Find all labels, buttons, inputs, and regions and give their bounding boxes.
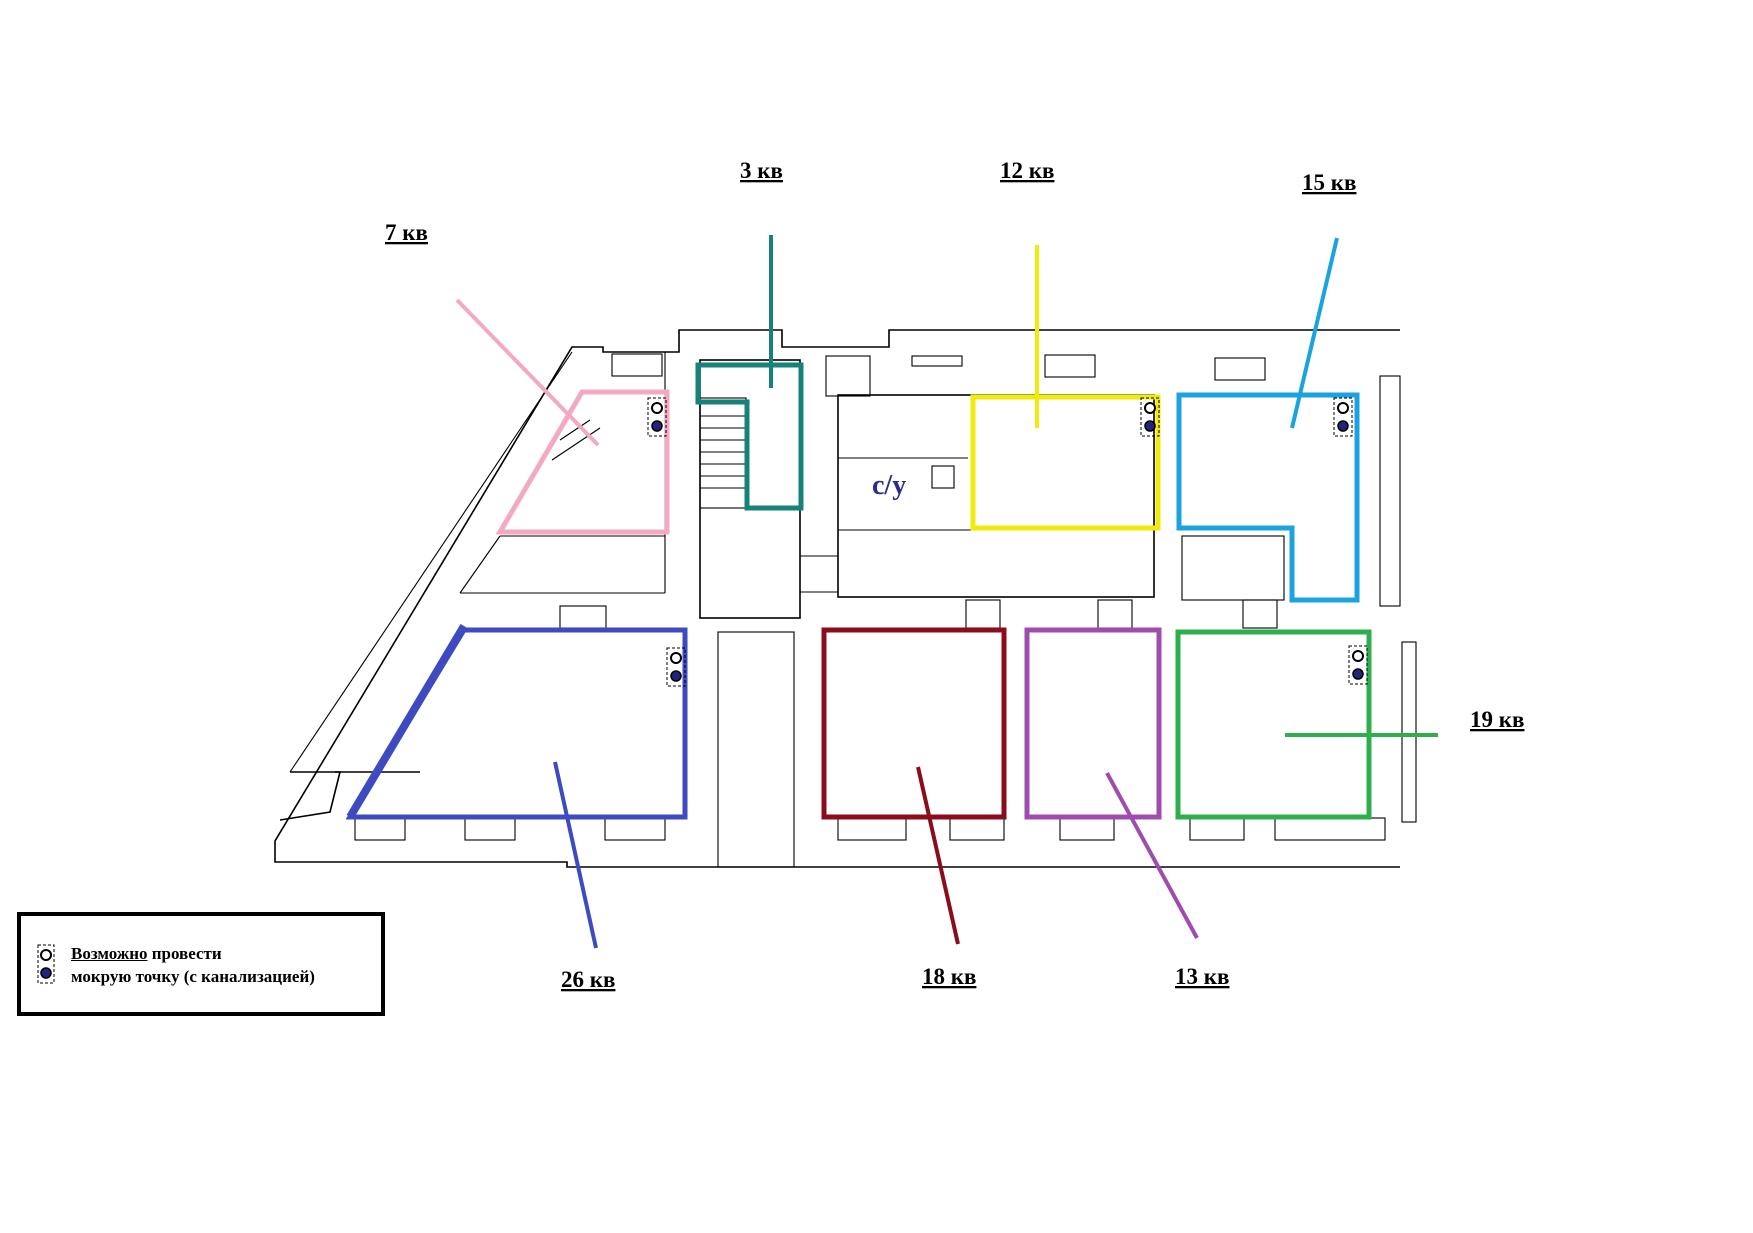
apartment-15-leader [1290,237,1339,429]
apartment-3-label: 3 кв [740,158,783,183]
wet-point-icon [666,647,686,687]
legend-line1-rest: провести [147,944,222,963]
wet-point-icon [1348,645,1368,685]
building-walls [274,329,1417,868]
apartment-7-outline [495,389,670,535]
legend-line2: мокрую точку (с канализацией) [71,967,315,986]
wet-point-markers [647,397,1368,687]
apartment-19-outline [1175,629,1372,820]
legend: Возможно провести мокрую точку (с канали… [17,912,385,1016]
wet-point-icon [1140,397,1160,437]
apartment-18-leader [916,766,960,945]
apartment-26-leader [553,761,598,949]
apartment-12-outline [970,394,1161,531]
apartment-13-label: 13 кв [1175,964,1229,989]
apartment-13-outline [1024,627,1162,820]
apartment-15-outline [1176,392,1360,603]
apartment-15-label: 15 кв [1302,170,1356,195]
apartment-leader-lines [455,235,1438,949]
apartment-26-label: 26 кв [561,967,615,992]
staircase-steps [700,415,746,489]
wc-label: с/у [872,470,906,501]
wet-point-icon [647,397,667,437]
wet-point-icon [1333,397,1353,437]
apartment-3-outline [695,362,804,511]
apartment-labels: 7 кв 3 кв 12 кв 15 кв 19 кв 26 кв 18 кв 13 кв [385,158,1524,992]
apartment-26-outline [345,627,688,820]
apartment-19-label: 19 кв [1470,707,1524,732]
apartment-18-outline [821,627,1007,820]
apartment-26-slanted-wall [346,623,468,820]
apartment-7-leader [455,298,600,447]
apartment-outlines [345,362,1372,820]
legend-text: Возможно провести мокрую точку (с канали… [71,942,315,988]
apartment-13-leader [1105,772,1199,939]
legend-word-possible: Возможно [71,944,148,963]
apartment-7-label: 7 кв [385,220,428,245]
apartment-12-label: 12 кв [1000,158,1054,183]
apartment-18-label: 18 кв [922,964,976,989]
wet-point-icon [37,944,55,984]
